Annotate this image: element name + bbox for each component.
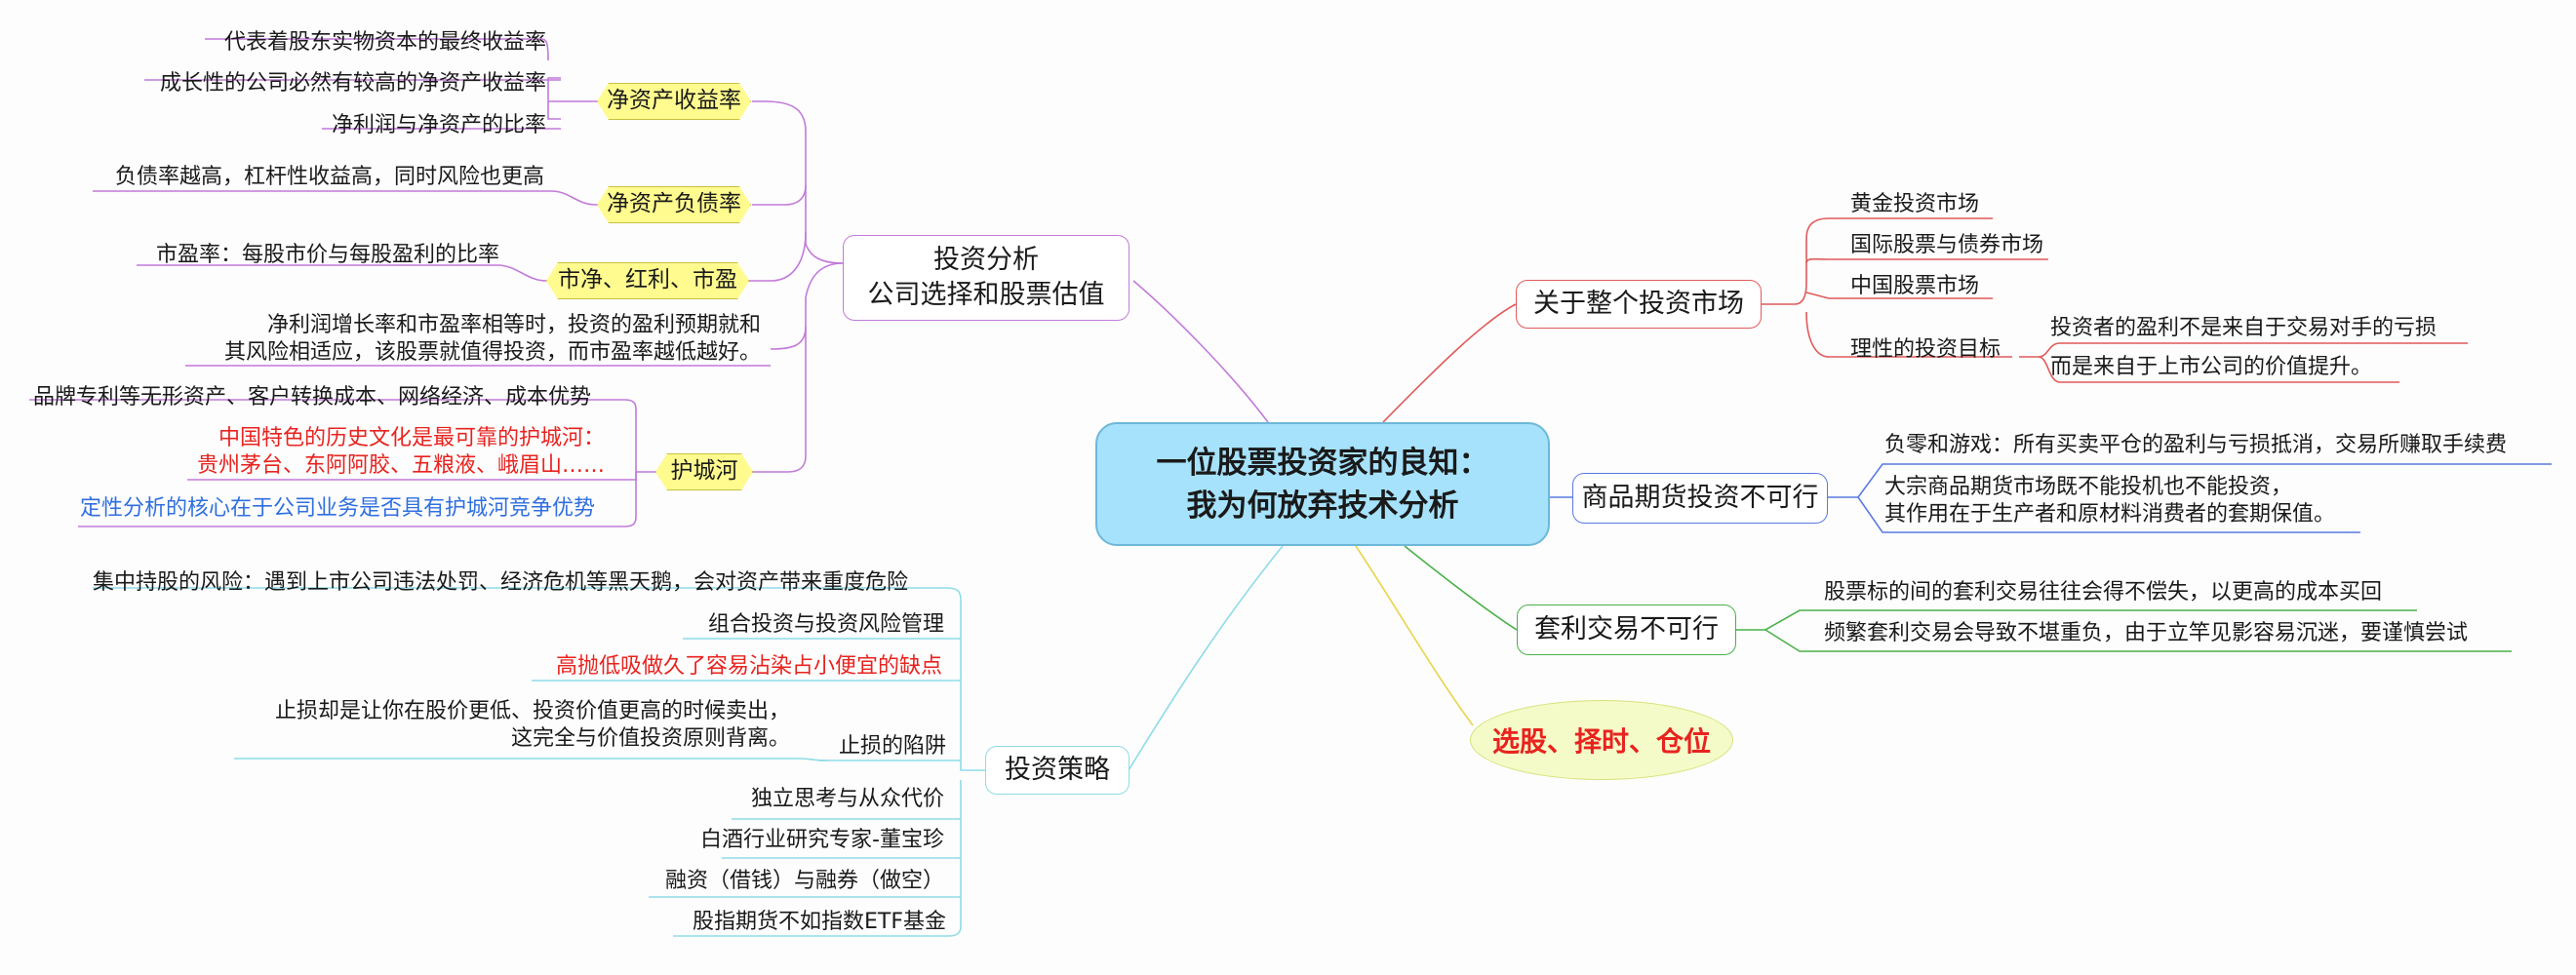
strategy-item-portfolio: 组合投资与投资风险管理 bbox=[707, 612, 944, 637]
roe-item-2: 成长性的公司必然有较高的净资产收益率 bbox=[159, 71, 546, 96]
moat-item-3: 定性分析的核心在于公司业务是否具有护城河竞争优势 bbox=[80, 496, 596, 521]
moat-tag[interactable]: 护城河 bbox=[655, 453, 753, 490]
market-node[interactable]: 关于整个投资市场 bbox=[1516, 280, 1762, 329]
peg-line1: 净利润增长率和市盈率相等时，投资的盈利预期就和 bbox=[266, 313, 761, 337]
stoploss-line2: 这完全与价值投资原则背离。 bbox=[510, 726, 790, 751]
moat-item-1: 品牌专利等无形资产、客户转换成本、网络经济、成本优势 bbox=[33, 385, 592, 410]
central-topic[interactable]: 一位股票投资家的良知： 我为何放弃技术分析 bbox=[1095, 422, 1550, 546]
futures-item-2-line1: 大宗商品期货市场既不能投机也不能投资， bbox=[1884, 475, 2293, 499]
roe-tag[interactable]: 净资产收益率 bbox=[597, 83, 751, 120]
strategy-node[interactable]: 投资策略 bbox=[985, 746, 1129, 795]
strategy-item-independent: 独立思考与从众代价 bbox=[750, 787, 944, 811]
futures-item-2-line2: 其作用在于生产者和原材料消费者的套期保值。 bbox=[1884, 502, 2336, 526]
strategy-item-concentration: 集中持股的风险：遇到上市公司违法处罚、经济危机等黑天鹅，会对资产带来重度危险 bbox=[93, 570, 909, 595]
market-item-china: 中国股票市场 bbox=[1850, 274, 1980, 298]
futures-node[interactable]: 商品期货投资不可行 bbox=[1572, 473, 1828, 524]
strategy-item-expert: 白酒行业研究专家-董宝珍 bbox=[700, 828, 944, 852]
analysis-title-line1: 投资分析 bbox=[933, 245, 1039, 275]
stock-timing-position-node[interactable]: 选股、择时、仓位 bbox=[1470, 700, 1733, 780]
stoploss-line1: 止损却是让你在股价更低、投资价值更高的时候卖出， bbox=[274, 699, 790, 723]
roe-item-1: 代表着股东实物资本的最终收益率 bbox=[223, 30, 546, 55]
stoploss-label: 止损的陷阱 bbox=[839, 734, 947, 759]
peg-line2: 其风险相适应，该股票就值得投资，而市盈率越低越好。 bbox=[223, 340, 761, 365]
valuation-tag[interactable]: 市净、红利、市盈 bbox=[546, 262, 749, 299]
market-goal-item-2: 而是来自于上市公司的价值提升。 bbox=[2050, 355, 2373, 379]
futures-item-1: 负零和游戏：所有买卖平仓的盈利与亏损抵消，交易所赚取手续费 bbox=[1884, 433, 2508, 457]
strategy-item-margin: 融资（借钱）与融券（做空） bbox=[664, 869, 944, 893]
analysis-title-line2: 公司选择和股票估值 bbox=[867, 280, 1105, 310]
moat-item-2-line2: 贵州茅台、东阿阿胶、五粮液、峨眉山…… bbox=[196, 453, 605, 478]
market-goal-label: 理性的投资目标 bbox=[1850, 337, 2001, 362]
moat-item-2-line1: 中国特色的历史文化是最可靠的护城河： bbox=[218, 426, 605, 450]
strategy-item-buy-low-sell-high: 高抛低吸做久了容易沾染占小便宜的缺点 bbox=[555, 654, 942, 679]
market-item-gold: 黄金投资市场 bbox=[1850, 192, 1980, 216]
analysis-node[interactable]: 投资分析 公司选择和股票估值 bbox=[843, 235, 1129, 321]
arbitrage-node[interactable]: 套利交易不可行 bbox=[1517, 604, 1736, 655]
pe-definition-item: 市盈率：每股市价与每股盈利的比率 bbox=[155, 243, 499, 267]
market-goal-item-1: 投资者的盈利不是来自于交易对手的亏损 bbox=[2050, 316, 2437, 340]
strategy-item-etf: 股指期货不如指数ETF基金 bbox=[693, 910, 946, 934]
arbitrage-item-1: 股票标的间的套利交易往往会得不偿失，以更高的成本买回 bbox=[1824, 580, 2383, 604]
market-item-international: 国际股票与债券市场 bbox=[1850, 233, 2044, 257]
arbitrage-item-2: 频繁套利交易会导致不堪重负，由于立竿见影容易沉迷，要谨慎尝试 bbox=[1824, 621, 2469, 645]
central-topic-line1: 一位股票投资家的良知： bbox=[1156, 445, 1489, 481]
roe-item-3: 净利润与净资产的比率 bbox=[331, 113, 546, 137]
central-topic-line2: 我为何放弃技术分析 bbox=[1186, 488, 1459, 524]
debt-ratio-tag[interactable]: 净资产负债率 bbox=[597, 186, 751, 223]
debt-ratio-item: 负债率越高，杠杆性收益高，同时风险也更高 bbox=[114, 165, 544, 189]
